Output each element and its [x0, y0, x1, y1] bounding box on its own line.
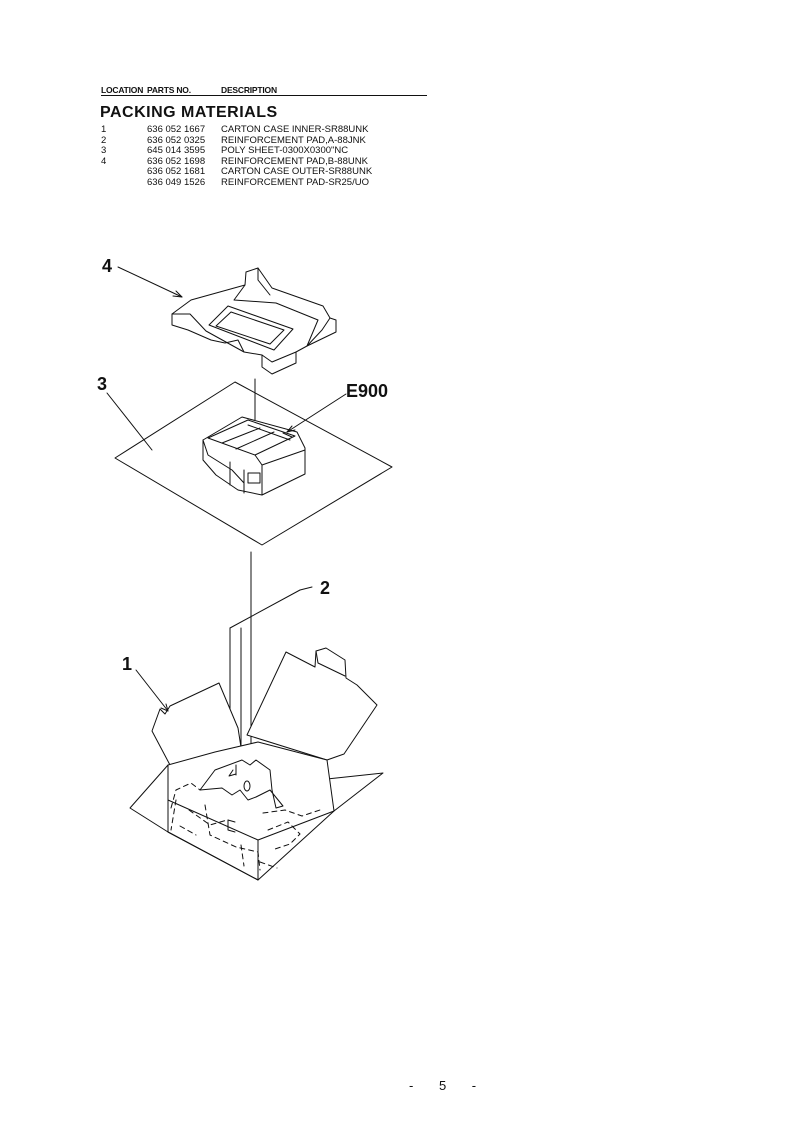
reinforcement-pad-b-drawing	[172, 268, 336, 374]
callout-e900: E900	[346, 381, 388, 401]
callout-4: 4	[102, 256, 112, 276]
page-number: - 5 -	[409, 1078, 487, 1093]
callout-3: 3	[97, 374, 107, 394]
callout-1: 1	[122, 654, 132, 674]
carton-case-drawing	[130, 648, 383, 880]
callout-2: 2	[320, 578, 330, 598]
